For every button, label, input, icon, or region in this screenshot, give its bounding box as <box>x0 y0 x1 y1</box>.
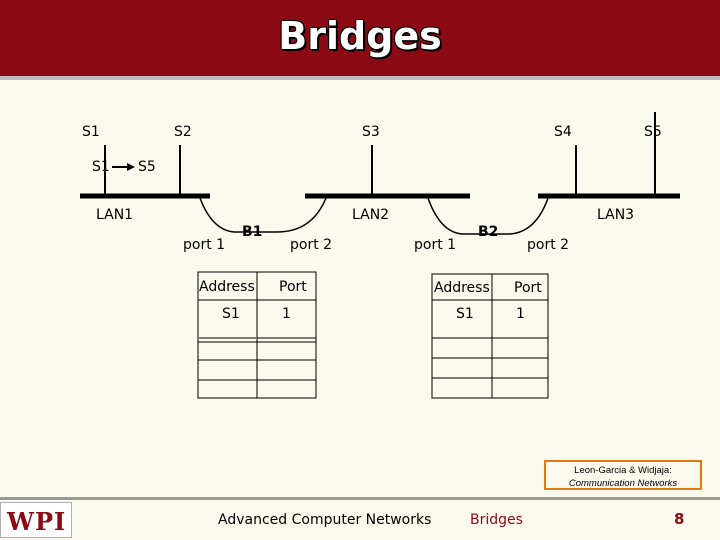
frame-arrow-head <box>127 163 135 171</box>
b2-table-header-port: Port <box>514 280 542 296</box>
b2-table-header-address: Address <box>434 280 490 296</box>
footer-course-title: Advanced Computer Networks <box>218 512 432 528</box>
b2-forwarding-table <box>431 273 549 399</box>
title-bar <box>0 0 720 76</box>
footer-divider <box>0 497 720 500</box>
bridge-b2-label: B2 <box>478 224 499 240</box>
b1-table-header-port: Port <box>279 279 307 295</box>
station-s5-label: S5 <box>644 124 662 140</box>
b2-port1-label: port 1 <box>414 237 457 253</box>
frame-source-label: S1 <box>92 159 110 175</box>
bridge-b1-label: B1 <box>242 224 263 240</box>
b2-bridge-link <box>427 197 549 235</box>
station-s2-label: S2 <box>174 124 192 140</box>
station-s3-label: S3 <box>362 124 380 140</box>
station-s4-label: S4 <box>554 124 572 140</box>
b1-port2-label: port 2 <box>290 237 333 253</box>
title-divider <box>0 76 720 80</box>
citation-book-title: Communication Networks <box>568 478 678 489</box>
b1-forwarding-table <box>197 271 317 399</box>
b1-table-cell-port: 1 <box>282 306 291 322</box>
b2-port2-label: port 2 <box>527 237 570 253</box>
b1-bridge-link <box>199 197 327 233</box>
slide-title: Bridges <box>278 14 442 58</box>
b2-table-cell-port: 1 <box>516 306 525 322</box>
wpi-logo: WPI <box>0 502 72 538</box>
b2-table-cell-address: S1 <box>456 306 474 322</box>
frame-destination-label: S5 <box>138 159 156 175</box>
footer-bar <box>0 500 720 540</box>
b1-table-header-address: Address <box>199 279 255 295</box>
citation-box: Leon-Garcia & Widjaja: Communication Net… <box>544 460 702 490</box>
wpi-logo-text: WPI <box>7 507 67 536</box>
station-s1-label: S1 <box>82 124 100 140</box>
lan2-label: LAN2 <box>352 207 390 223</box>
citation-authors: Leon-Garcia & Widjaja: <box>574 465 672 476</box>
b1-table-cell-address: S1 <box>222 306 240 322</box>
lan1-label: LAN1 <box>96 207 134 223</box>
footer-topic: Bridges <box>470 512 523 528</box>
b1-port1-label: port 1 <box>183 237 226 253</box>
page-number: 8 <box>674 510 685 528</box>
lan3-label: LAN3 <box>597 207 635 223</box>
